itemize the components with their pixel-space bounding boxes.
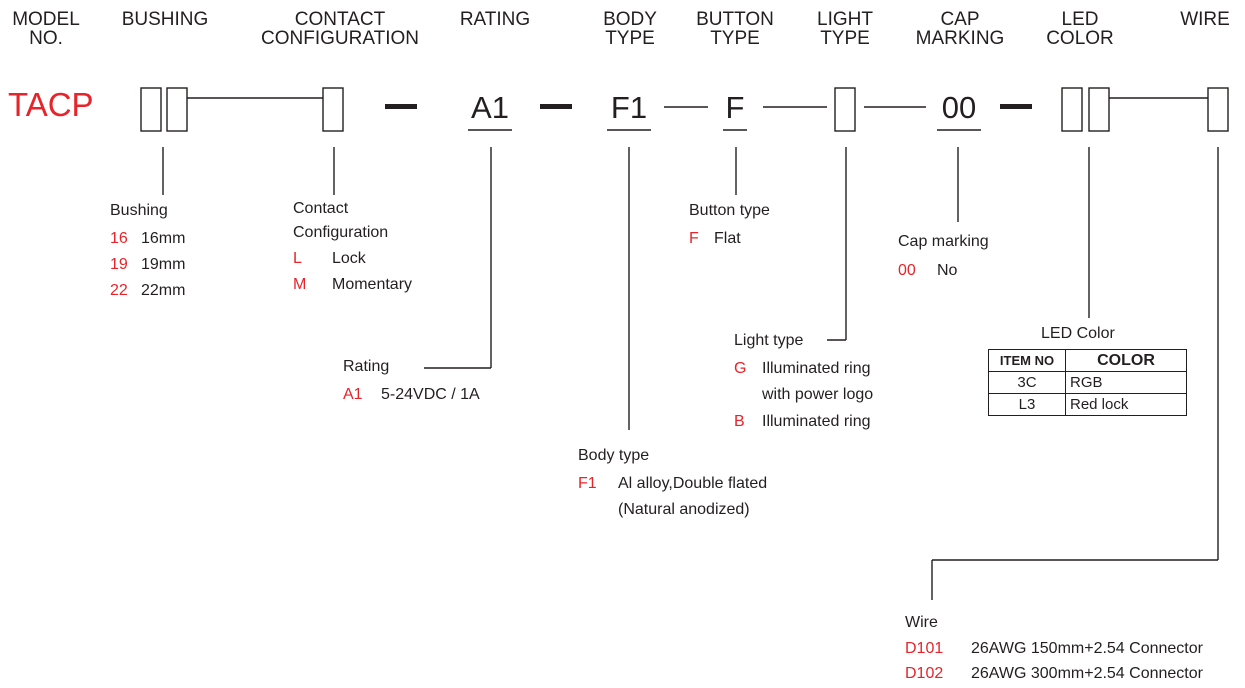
contact-code-m: M <box>293 276 307 293</box>
wire-desc-d102: 26AWG 300mm+2.54 Connector <box>971 665 1203 682</box>
led-item-3c: 3C <box>988 371 1066 394</box>
light-box <box>834 87 856 132</box>
cap-desc-00: No <box>937 262 958 279</box>
bushing-code-22: 22 <box>110 282 128 299</box>
wire-desc-d101: 26AWG 150mm+2.54 Connector <box>971 640 1203 657</box>
separator-dash-3 <box>1000 104 1032 109</box>
contact-code-l: L <box>293 250 302 267</box>
button-code-f: F <box>689 230 699 247</box>
segment-button: F <box>725 90 745 125</box>
rating-code-a1: A1 <box>343 386 363 403</box>
led-item-l3: L3 <box>988 393 1066 416</box>
body-desc-2: (Natural anodized) <box>618 501 750 518</box>
light-desc-b: Illuminated ring <box>762 413 871 430</box>
contact-title-2: Configuration <box>293 224 389 241</box>
led-color-table: ITEM NO COLOR 3C RGB L3 Red lock <box>988 349 1187 416</box>
light-code-g: G <box>734 360 747 377</box>
model-code: TACP <box>8 86 94 123</box>
button-desc-f: Flat <box>714 230 741 247</box>
light-title: Light type <box>734 332 804 349</box>
light-desc-g-2: with power logo <box>762 386 874 403</box>
button-title: Button type <box>689 202 770 219</box>
header-wire: WIRE <box>1180 9 1230 30</box>
segment-cap: 00 <box>941 90 977 125</box>
header-bushing: BUSHING <box>121 9 209 30</box>
bushing-box-2 <box>166 87 188 132</box>
rating-desc-a1: 5-24VDC / 1A <box>381 386 480 403</box>
contact-desc-l: Lock <box>332 250 366 267</box>
led-col-color: COLOR <box>1065 349 1187 372</box>
contact-desc-m: Momentary <box>332 276 413 293</box>
bushing-desc-16: 16mm <box>141 230 186 247</box>
contact-box <box>322 87 344 132</box>
bushing-box-1 <box>140 87 162 132</box>
led-title: LED Color <box>1041 325 1115 342</box>
segment-body: F1 <box>610 90 648 125</box>
led-box-1 <box>1061 87 1083 132</box>
bushing-code-19: 19 <box>110 256 128 273</box>
header-rating: RATING <box>459 9 531 30</box>
led-color-l3: Red lock <box>1065 393 1187 416</box>
bushing-title: Bushing <box>110 202 168 219</box>
wire-box <box>1207 87 1229 132</box>
separator-dash-1 <box>385 104 417 109</box>
wire-code-d102: D102 <box>905 665 944 682</box>
rating-title: Rating <box>343 358 390 375</box>
led-color-3c: RGB <box>1065 371 1187 394</box>
light-code-b: B <box>734 413 745 430</box>
bushing-code-16: 16 <box>110 230 128 247</box>
table-row: 3C RGB <box>988 371 1187 394</box>
body-code-f1: F1 <box>578 475 597 492</box>
segment-rating: A1 <box>471 90 509 125</box>
body-title: Body type <box>578 447 650 464</box>
bushing-desc-19: 19mm <box>141 256 186 273</box>
led-box-2 <box>1088 87 1110 132</box>
body-desc-1: Al alloy,Double flated <box>618 475 768 492</box>
wire-title: Wire <box>905 614 938 631</box>
led-col-item-no: ITEM NO <box>988 349 1066 372</box>
wire-code-d101: D101 <box>905 640 944 657</box>
cap-code-00: 00 <box>898 262 916 279</box>
table-row: L3 Red lock <box>988 393 1187 416</box>
separator-dash-2 <box>540 104 572 109</box>
contact-title-1: Contact <box>293 200 349 217</box>
cap-title: Cap marking <box>898 233 989 250</box>
light-desc-g-1: Illuminated ring <box>762 360 871 377</box>
bushing-desc-22: 22mm <box>141 282 186 299</box>
